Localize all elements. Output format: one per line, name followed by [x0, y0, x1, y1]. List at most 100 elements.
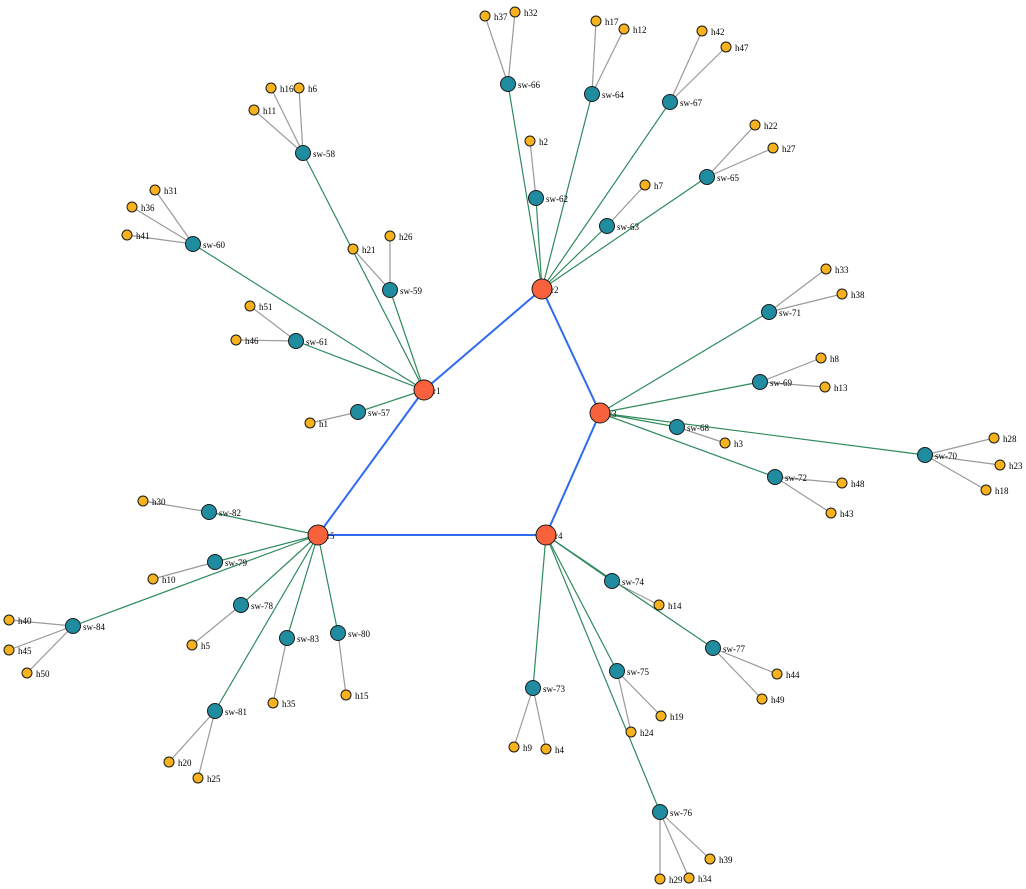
host-node-h46[interactable] — [230, 334, 242, 346]
host-node-h20[interactable] — [163, 756, 175, 768]
host-node-h10[interactable] — [147, 573, 159, 585]
uplink-r2-sw-67 — [541, 101, 671, 290]
host-node-h33[interactable] — [820, 263, 832, 275]
host-link-sw-75-h19 — [616, 670, 662, 717]
host-node-h37[interactable] — [479, 10, 491, 22]
host-node-h22[interactable] — [749, 119, 761, 131]
host-node-h2[interactable] — [524, 135, 536, 147]
host-node-h31[interactable] — [149, 184, 161, 196]
host-node-h41[interactable] — [121, 229, 133, 241]
host-node-h39[interactable] — [704, 853, 716, 865]
host-node-h26[interactable] — [384, 230, 396, 242]
host-node-h25[interactable] — [192, 772, 204, 784]
host-node-h35[interactable] — [267, 697, 279, 709]
host-node-h47[interactable] — [720, 41, 732, 53]
host-label-h8: h8 — [830, 354, 840, 364]
switch-node-sw-76[interactable] — [652, 804, 668, 820]
switch-node-sw-72[interactable] — [767, 469, 783, 485]
host-label-h2: h2 — [539, 137, 548, 147]
host-node-h38[interactable] — [836, 288, 848, 300]
host-node-h51[interactable] — [244, 300, 256, 312]
host-node-h23[interactable] — [994, 459, 1006, 471]
router-node-r3[interactable] — [589, 402, 611, 424]
switch-node-sw-77[interactable] — [705, 640, 721, 656]
switch-node-sw-60[interactable] — [185, 236, 201, 252]
host-node-h12[interactable] — [618, 23, 630, 35]
host-link-sw-63-h7 — [606, 184, 646, 227]
host-node-h29[interactable] — [654, 873, 666, 885]
host-node-h30[interactable] — [137, 495, 149, 507]
switch-node-sw-65[interactable] — [699, 169, 715, 185]
switch-node-sw-58[interactable] — [295, 145, 311, 161]
switch-node-sw-68[interactable] — [669, 419, 685, 435]
host-node-h7[interactable] — [639, 179, 651, 191]
host-node-h4[interactable] — [540, 743, 552, 755]
host-node-h18[interactable] — [980, 484, 992, 496]
switch-node-sw-82[interactable] — [201, 504, 217, 520]
switch-node-sw-73[interactable] — [525, 680, 541, 696]
router-node-r2[interactable] — [531, 278, 553, 300]
router-node-r1[interactable] — [413, 379, 435, 401]
switch-node-sw-59[interactable] — [382, 282, 398, 298]
switch-node-sw-66[interactable] — [500, 76, 516, 92]
host-node-h34[interactable] — [683, 872, 695, 884]
host-node-h3[interactable] — [719, 437, 731, 449]
host-node-h45[interactable] — [3, 644, 15, 656]
host-node-h36[interactable] — [126, 201, 138, 213]
switch-node-sw-62[interactable] — [528, 190, 544, 206]
host-node-h43[interactable] — [825, 507, 837, 519]
host-node-h8[interactable] — [815, 352, 827, 364]
host-link-sw-71-h38 — [768, 293, 843, 313]
router-node-r4[interactable] — [535, 524, 557, 546]
switch-node-sw-71[interactable] — [761, 304, 777, 320]
host-node-h27[interactable] — [767, 142, 779, 154]
host-node-h19[interactable] — [655, 710, 667, 722]
host-node-h42[interactable] — [696, 25, 708, 37]
switch-label-sw-68: sw-68 — [687, 423, 709, 433]
switch-node-sw-75[interactable] — [609, 663, 625, 679]
switch-label-sw-74: sw-74 — [622, 577, 644, 587]
host-node-h9[interactable] — [508, 741, 520, 753]
host-node-h14[interactable] — [653, 599, 665, 611]
host-link-sw-66-h37 — [484, 15, 509, 85]
host-node-h48[interactable] — [836, 477, 848, 489]
switch-node-sw-81[interactable] — [207, 703, 223, 719]
switch-node-sw-84[interactable] — [65, 618, 81, 634]
host-link-sw-81-h20 — [168, 710, 216, 763]
host-node-h21[interactable] — [347, 243, 359, 255]
switch-node-sw-79[interactable] — [207, 554, 223, 570]
host-node-h50[interactable] — [21, 667, 33, 679]
router-node-r5[interactable] — [307, 524, 329, 546]
host-node-h40[interactable] — [3, 614, 15, 626]
switch-node-sw-83[interactable] — [279, 630, 295, 646]
host-node-h13[interactable] — [819, 381, 831, 393]
host-node-h11[interactable] — [248, 104, 260, 116]
switch-node-sw-57[interactable] — [350, 404, 366, 420]
switch-node-sw-64[interactable] — [584, 86, 600, 102]
host-node-h5[interactable] — [186, 639, 198, 651]
host-node-h44[interactable] — [771, 668, 783, 680]
host-link-sw-61-h51 — [249, 305, 297, 342]
switch-node-sw-69[interactable] — [752, 374, 768, 390]
host-node-h49[interactable] — [756, 693, 768, 705]
host-node-h16[interactable] — [265, 82, 277, 94]
switch-label-sw-81: sw-81 — [225, 707, 247, 717]
switch-node-sw-70[interactable] — [917, 447, 933, 463]
host-node-h24[interactable] — [625, 726, 637, 738]
uplink-r5-sw-81 — [214, 534, 319, 712]
host-node-h15[interactable] — [340, 689, 352, 701]
switch-node-sw-61[interactable] — [288, 333, 304, 349]
host-label-h41: h41 — [136, 231, 150, 241]
uplink-r1-sw-58 — [302, 152, 425, 391]
host-node-h1[interactable] — [304, 417, 316, 429]
switch-node-sw-63[interactable] — [599, 218, 615, 234]
switch-node-sw-67[interactable] — [662, 94, 678, 110]
switch-node-sw-80[interactable] — [330, 625, 346, 641]
switch-node-sw-74[interactable] — [604, 573, 620, 589]
host-node-h28[interactable] — [988, 432, 1000, 444]
switch-node-sw-78[interactable] — [233, 597, 249, 613]
host-node-h17[interactable] — [590, 15, 602, 27]
host-link-sw-84-h45 — [8, 625, 74, 651]
host-node-h6[interactable] — [293, 82, 305, 94]
host-node-h32[interactable] — [509, 6, 521, 18]
